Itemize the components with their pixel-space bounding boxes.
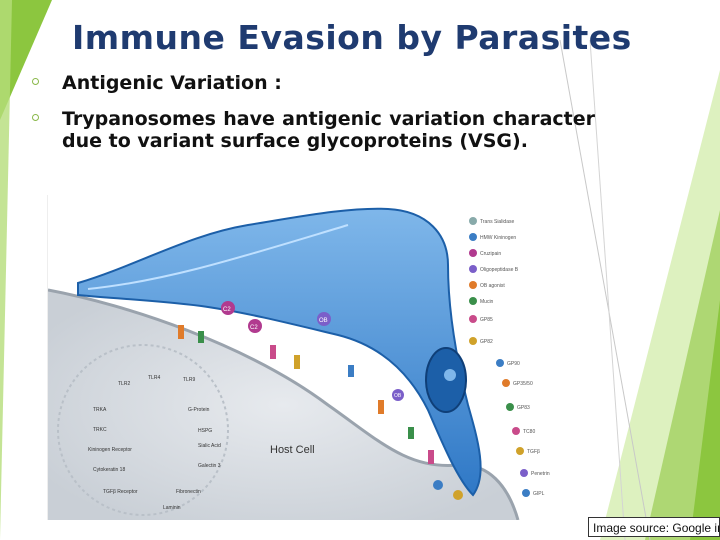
right-dark-green-panel [690, 300, 720, 540]
svg-text:G-Protein: G-Protein [188, 407, 210, 413]
svg-text:TLR9: TLR9 [183, 377, 195, 383]
ob-tag [317, 312, 331, 326]
svg-text:Cruzipain: Cruzipain [480, 251, 501, 257]
nucleus [425, 347, 467, 413]
svg-text:TLR4: TLR4 [148, 375, 160, 381]
svg-text:Galectin 3: Galectin 3 [198, 463, 221, 469]
figure-illustration: Host Cell C2 C2 OB OB TLR2 [47, 207, 550, 521]
decorative-line [559, 39, 651, 540]
c2-tag [221, 301, 235, 315]
svg-text:TLR2: TLR2 [118, 381, 130, 387]
flagellum [87, 224, 349, 290]
ob-tag-label: OB [319, 318, 328, 324]
c2-tag-label: C2 [223, 307, 231, 313]
svg-text:OB agonist: OB agonist [480, 283, 505, 289]
slide-title: Immune Evasion by Parasites [72, 18, 632, 57]
trypanosome-host-cell-figure: Host Cell C2 C2 OB OB TLR2 [47, 195, 568, 521]
top-left-green-triangle [0, 0, 52, 120]
svg-text:Fibronectin: Fibronectin [176, 489, 201, 495]
svg-text:Laminin: Laminin [163, 505, 181, 511]
bullet-text: Trypanosomes have antigenic variation ch… [62, 108, 595, 152]
svg-text:GP85: GP85 [480, 317, 493, 323]
left-edge-stripe [0, 0, 12, 540]
svg-text:Kininogen Receptor: Kininogen Receptor [88, 447, 132, 453]
receptor-zone [57, 344, 229, 516]
bullet-marker [32, 78, 39, 85]
figure-legend: Trans Sialidase HMW Kininogen Cruzipain … [469, 217, 550, 497]
svg-text:Sialic Acid: Sialic Acid [198, 443, 221, 449]
decorative-line [589, 39, 626, 540]
c2-tag-label: C2 [250, 325, 258, 331]
host-cell-membrane [47, 288, 520, 521]
svg-text:Penetrin: Penetrin [531, 471, 550, 477]
svg-text:GP82: GP82 [480, 339, 493, 345]
bullet-text: Antigenic Variation : [62, 72, 282, 94]
image-source-caption: Image source: Google im [588, 517, 720, 537]
svg-text:HMW Kininogen: HMW Kininogen [480, 235, 516, 241]
svg-text:HSPG: HSPG [198, 428, 212, 434]
receptor-labels: TLR2 TLR4 TLR9 TRKA G-Protein TRKC HSPG … [88, 375, 221, 511]
svg-text:GP83: GP83 [517, 405, 530, 411]
svg-text:TRKA: TRKA [93, 407, 107, 413]
ob-tag-label: OB [394, 393, 402, 399]
bullet-trypanosomes: Trypanosomes have antigenic variation ch… [32, 108, 595, 152]
svg-text:Cytokeratin 18: Cytokeratin 18 [93, 467, 125, 473]
svg-text:TGFβ: TGFβ [527, 449, 540, 455]
svg-text:Trans Sialidase: Trans Sialidase [480, 219, 514, 225]
nucleolus [444, 369, 456, 381]
svg-text:TRKC: TRKC [93, 427, 107, 433]
svg-text:TGFβ Receptor: TGFβ Receptor [103, 489, 138, 495]
c2-tag [248, 319, 262, 333]
svg-text:TC80: TC80 [523, 429, 535, 435]
ob-tag [392, 389, 404, 401]
svg-text:GIPL: GIPL [533, 491, 545, 497]
svg-text:GP90: GP90 [507, 361, 520, 367]
interface-molecules [178, 325, 463, 500]
trypanosome-body [77, 207, 482, 497]
svg-text:Mucin: Mucin [480, 299, 494, 305]
svg-text:GP35/50: GP35/50 [513, 381, 533, 387]
bullet-marker [32, 114, 39, 121]
host-cell-label: Host Cell [270, 444, 315, 456]
svg-text:Oligopeptidase B: Oligopeptidase B [480, 267, 519, 273]
bullet-antigenic-variation: Antigenic Variation : [32, 72, 595, 94]
